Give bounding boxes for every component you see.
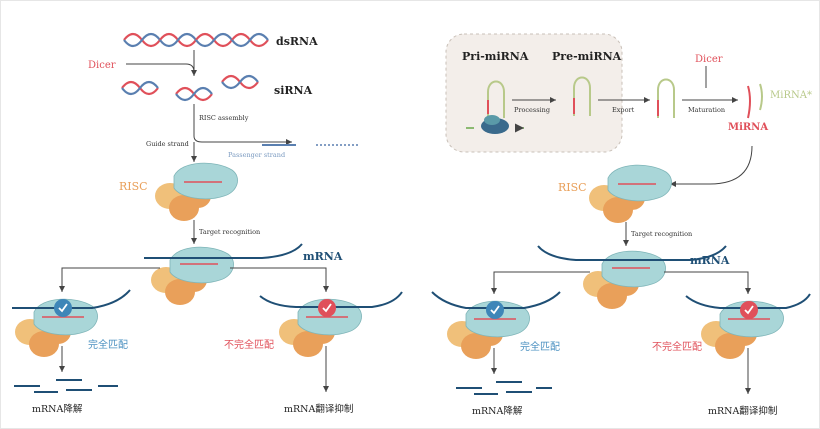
degradation-label-right: mRNA降解	[472, 405, 523, 417]
pre-mirna-structure	[573, 76, 591, 116]
dsrna-helix	[122, 32, 270, 48]
translation-label-left: mRNA翻译抑制	[284, 403, 353, 415]
risc-complex-left	[154, 162, 238, 222]
mirna-label: MiRNA	[728, 122, 768, 133]
target-recognition-label-right: Target recognition	[631, 230, 692, 238]
sirna-label: siRNA	[274, 84, 313, 97]
degradation-label-left: mRNA降解	[32, 403, 83, 415]
check-icon-red-right	[740, 301, 758, 319]
translation-label-right: mRNA翻译抑制	[708, 405, 777, 417]
mirna-star-label: MiRNA*	[770, 90, 812, 101]
risc-mrna-complex-left	[150, 246, 234, 306]
imperfect-match-label-right: 不完全匹配	[652, 340, 702, 353]
sirna-duplexes	[120, 74, 260, 102]
risc-mrna-complex-right	[582, 250, 666, 310]
pre-mirna-label: Pre-miRNA	[552, 50, 622, 63]
arrow-perfect-left	[59, 267, 160, 292]
perfect-match-label-left: 完全匹配	[88, 338, 128, 351]
pri-mirna-label: Pri-miRNA	[462, 50, 529, 63]
mrna-fragments-left	[14, 379, 118, 393]
check-icon-red-left	[318, 299, 336, 317]
maturation-label: Maturation	[688, 106, 725, 114]
dsrna-label: dsRNA	[276, 35, 318, 48]
mrna-label-right: mRNA	[690, 254, 730, 267]
guide-strand-label: Guide strand	[146, 140, 189, 148]
arrow-imperfect-right	[664, 271, 751, 294]
mrna-perfect-left	[12, 289, 131, 309]
arrow-perfect-right	[491, 271, 590, 294]
processing-label: Processing	[514, 106, 550, 114]
arrow-imperfect-left	[230, 267, 329, 292]
arrow-passenger	[193, 135, 292, 145]
perfect-match-label-right: 完全匹配	[520, 340, 560, 353]
check-icon-blue-left	[54, 299, 72, 317]
risc-label-right: RISC	[558, 181, 587, 194]
mature-mirna-strand	[747, 85, 751, 119]
mrna-label-left: mRNA	[303, 250, 343, 263]
risc-assembly-label: RISC assembly	[199, 114, 249, 122]
mrna-strand-right	[537, 245, 727, 261]
arrow-to-risc-right	[670, 145, 753, 187]
mrna-fragments-right	[456, 381, 552, 395]
target-recognition-label-left: Target recognition	[199, 228, 260, 236]
mrna-strand-left	[144, 243, 303, 259]
dicer-label-left: Dicer	[88, 60, 116, 71]
pri-mirna-structure	[466, 80, 524, 135]
dicer-line-left	[126, 63, 195, 73]
passenger-strand-label: Passenger strand	[228, 151, 285, 159]
imperfect-match-label-left: 不完全匹配	[224, 338, 274, 351]
export-label: Export	[612, 106, 635, 114]
mirna-star-strand	[759, 83, 763, 111]
dicer-label-right: Dicer	[695, 54, 723, 65]
risc-complex-right	[588, 164, 672, 224]
cytoplasm-pre-mirna	[657, 78, 675, 118]
check-icon-blue-right	[486, 301, 504, 319]
risc-label-left: RISC	[119, 180, 148, 193]
